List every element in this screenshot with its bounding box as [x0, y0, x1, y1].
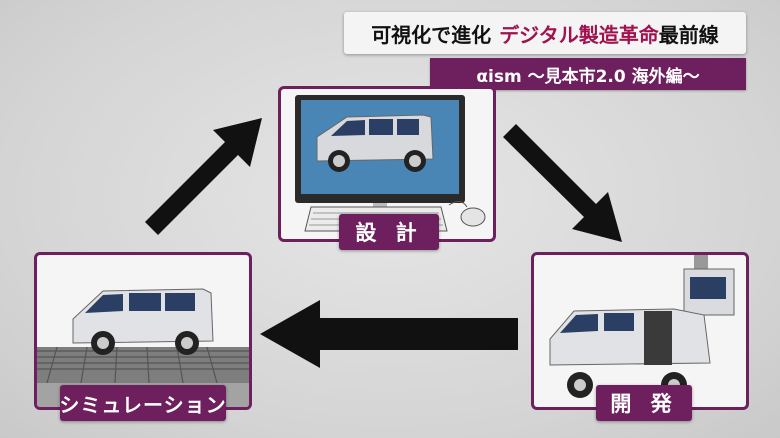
title-banner: 可視化で進化 デジタル製造革命 最前線 [344, 12, 746, 54]
design-panel [278, 86, 496, 242]
subtitle-banner: αism ～見本市2.0 海外編～ [430, 58, 746, 90]
design-label: 設 計 [339, 214, 439, 250]
development-label: 開 発 [596, 385, 692, 421]
title-text-1: 可視化で進化 [371, 22, 492, 47]
design-label-text: 設 計 [355, 221, 423, 245]
simulation-label-text: シミュレーション [59, 392, 227, 417]
robot-arm-icon [683, 255, 735, 316]
van-body-icon [549, 308, 711, 366]
van-icon [72, 288, 214, 355]
title-text-highlight: デジタル製造革命 [499, 22, 659, 47]
simulation-label: シミュレーション [59, 385, 227, 421]
computer-illustration [295, 95, 486, 232]
mouse-icon [448, 201, 486, 227]
subtitle-text: αism ～見本市2.0 海外編～ [476, 66, 700, 87]
van-on-screen-icon [316, 114, 434, 172]
development-label-text: 開 発 [610, 392, 678, 416]
title-text-3: 最前線 [658, 22, 719, 47]
